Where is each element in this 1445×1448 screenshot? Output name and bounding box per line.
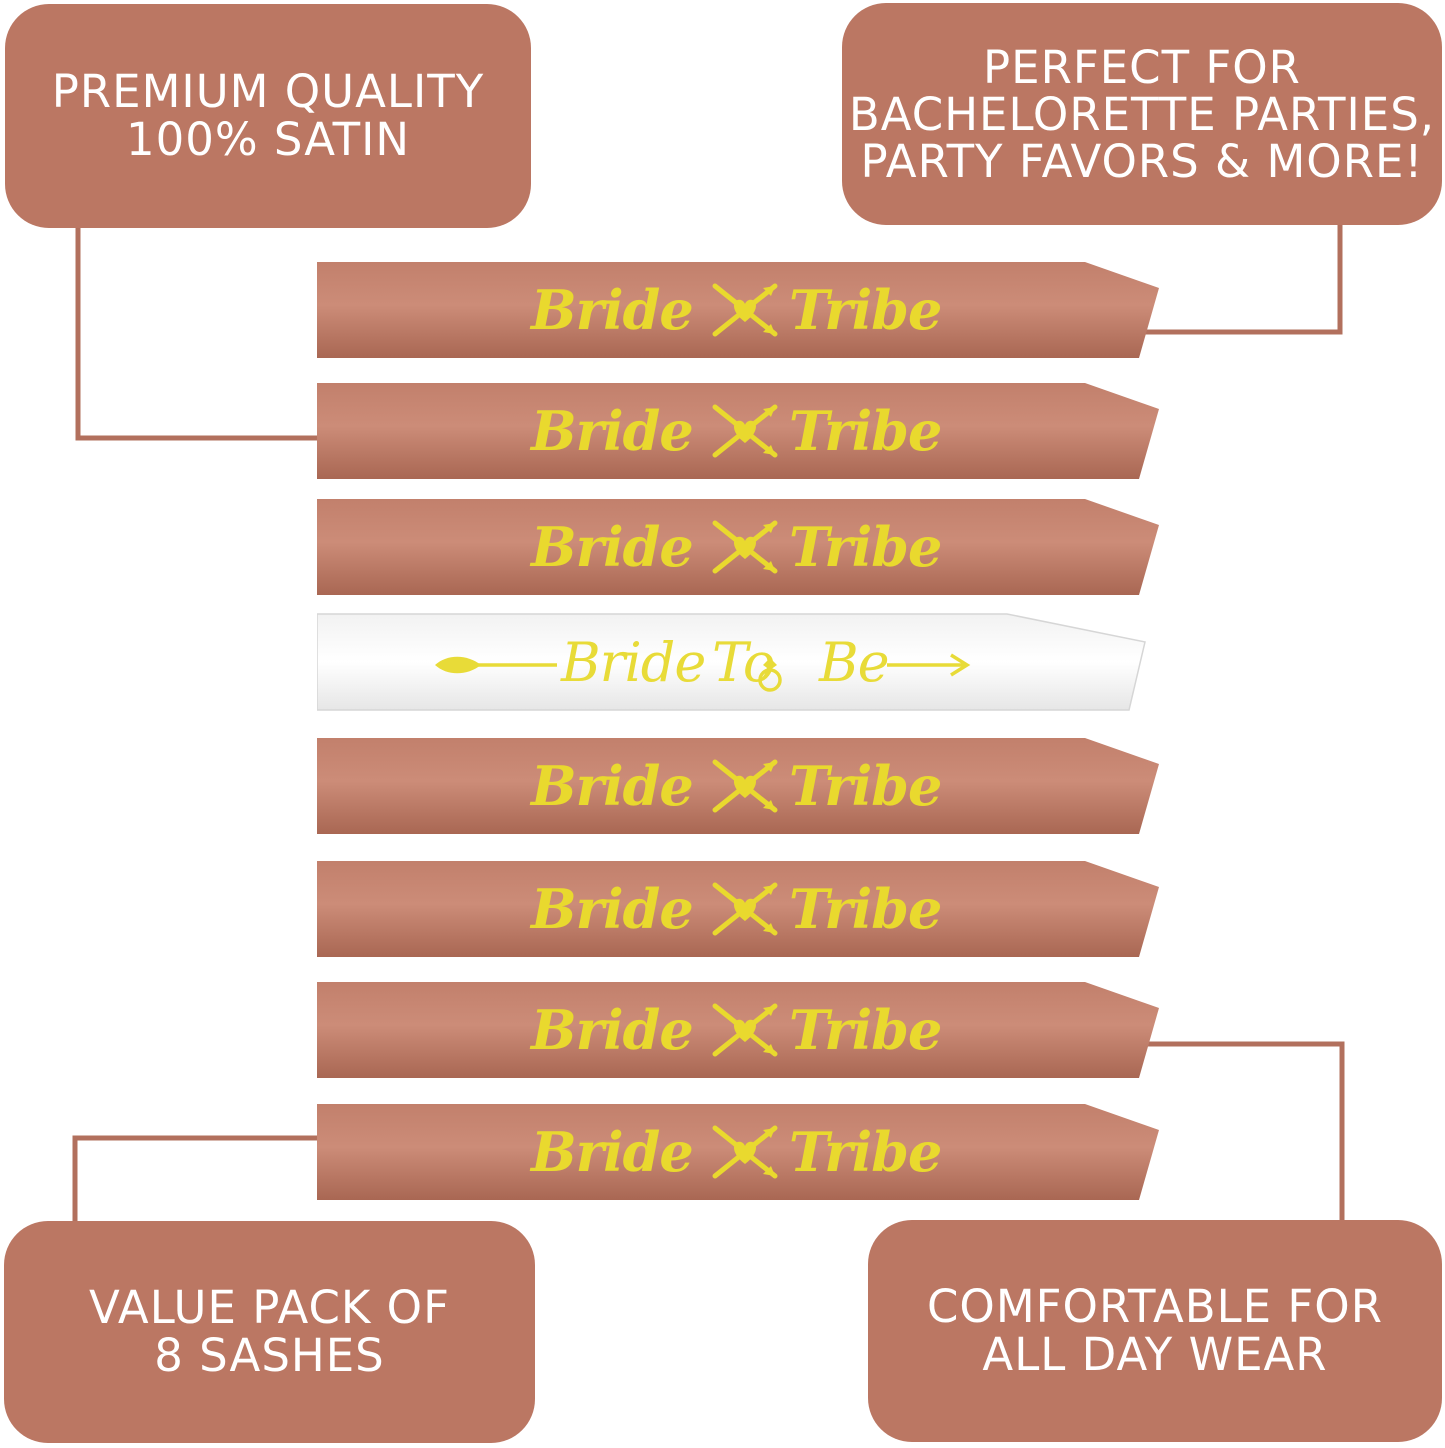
callout-value-pack: VALUE PACK OF 8 SASHES bbox=[4, 1221, 535, 1443]
sash-word-bride: Bride bbox=[531, 515, 694, 579]
sash-word-bride: Bride bbox=[531, 278, 694, 342]
sash-bride-to-be: Bride To Be bbox=[317, 612, 1159, 712]
connector-bottom-left bbox=[72, 1135, 320, 1221]
connector-top-right bbox=[1140, 225, 1343, 335]
sash-bride-tribe: Bride Tribe bbox=[317, 859, 1159, 959]
sash-bride-tribe: Bride Tribe bbox=[317, 381, 1159, 481]
callout-text: COMFORTABLE FOR ALL DAY WEAR bbox=[927, 1283, 1383, 1379]
ring-icon bbox=[758, 658, 782, 692]
sash-word-bride: Bride bbox=[561, 630, 706, 694]
callout-line: PERFECT FOR bbox=[983, 40, 1301, 94]
sash-bride-tribe: Bride Tribe bbox=[317, 260, 1159, 360]
sash-bride-tribe: Bride Tribe bbox=[317, 980, 1159, 1080]
sash-word-to: To bbox=[712, 630, 775, 694]
sash-word-tribe: Tribe bbox=[789, 998, 942, 1062]
callout-line: BACHELORETTE PARTIES, bbox=[848, 87, 1436, 141]
crossed-arrows-heart-icon bbox=[712, 1125, 778, 1179]
arrow-left-feather-icon bbox=[435, 656, 557, 674]
sash-word-be: Be bbox=[819, 630, 890, 694]
crossed-arrows-heart-icon bbox=[712, 759, 778, 813]
sash-word-bride: Bride bbox=[531, 877, 694, 941]
callout-line: 100% SATIN bbox=[125, 113, 411, 166]
sash-word-bride: Bride bbox=[531, 399, 694, 463]
sash-word-bride: Bride bbox=[531, 998, 694, 1062]
sash-bride-tribe: Bride Tribe bbox=[317, 1102, 1159, 1202]
sash-word-tribe: Tribe bbox=[789, 877, 942, 941]
sash-bride-tribe: Bride Tribe bbox=[317, 497, 1159, 597]
crossed-arrows-heart-icon bbox=[712, 882, 778, 936]
callout-text: PREMIUM QUALITY 100% SATIN bbox=[52, 68, 484, 164]
sash-word-tribe: Tribe bbox=[789, 515, 942, 579]
sash-body bbox=[317, 613, 1146, 711]
crossed-arrows-heart-icon bbox=[712, 404, 778, 458]
crossed-arrows-heart-icon bbox=[712, 283, 778, 337]
connector-bottom-right bbox=[1146, 1041, 1345, 1220]
callout-text: VALUE PACK OF 8 SASHES bbox=[89, 1284, 450, 1380]
callout-comfortable: COMFORTABLE FOR ALL DAY WEAR bbox=[868, 1220, 1442, 1442]
connector-top-left bbox=[75, 228, 320, 441]
sash-word-bride: Bride bbox=[531, 1120, 694, 1184]
sash-word-tribe: Tribe bbox=[789, 754, 942, 818]
callout-line: COMFORTABLE FOR bbox=[927, 1280, 1383, 1333]
crossed-arrows-heart-icon bbox=[712, 1003, 778, 1057]
callout-line: 8 SASHES bbox=[154, 1329, 385, 1382]
callout-line: VALUE PACK OF bbox=[89, 1281, 450, 1334]
callout-line: ALL DAY WEAR bbox=[982, 1328, 1328, 1381]
sash-word-tribe: Tribe bbox=[789, 278, 942, 342]
sash-word-tribe: Tribe bbox=[789, 1120, 942, 1184]
sash-bride-tribe: Bride Tribe bbox=[317, 736, 1159, 836]
callout-line: PREMIUM QUALITY bbox=[51, 65, 485, 118]
callout-line: PARTY FAVORS & MORE! bbox=[860, 134, 1424, 188]
crossed-arrows-heart-icon bbox=[712, 520, 778, 574]
sash-word-tribe: Tribe bbox=[789, 399, 942, 463]
callout-perfect-for: PERFECT FOR BACHELORETTE PARTIES, PARTY … bbox=[842, 3, 1442, 225]
callout-premium-quality: PREMIUM QUALITY 100% SATIN bbox=[5, 4, 531, 228]
sash-word-bride: Bride bbox=[531, 754, 694, 818]
callout-text: PERFECT FOR BACHELORETTE PARTIES, PARTY … bbox=[849, 44, 1435, 185]
arrow-right-icon bbox=[887, 653, 971, 677]
